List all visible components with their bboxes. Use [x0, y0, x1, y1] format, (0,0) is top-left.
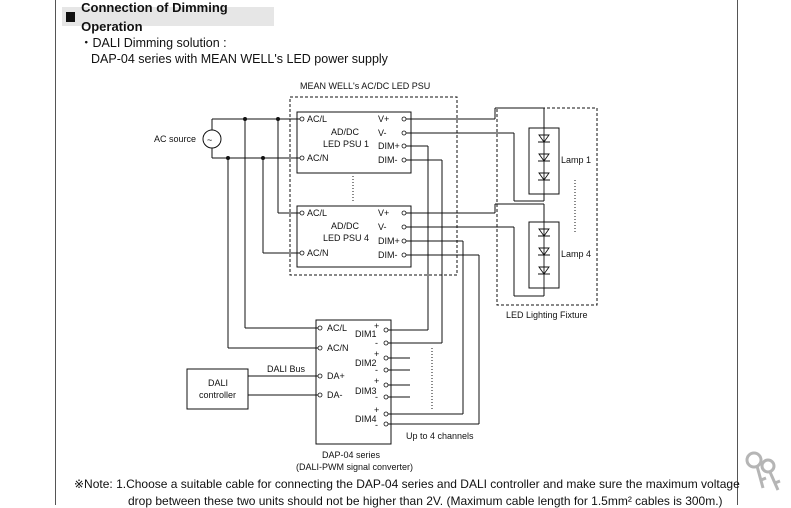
psu-group-boundary — [289, 96, 458, 276]
controller-label1: DALI — [208, 378, 228, 388]
dim3-plus: + — [374, 376, 379, 386]
psu1-dimminus: DIM- — [378, 155, 398, 165]
lamp1-label: Lamp 1 — [561, 155, 591, 165]
dap-dim3: DIM3 — [355, 386, 377, 396]
controller-label2: controller — [199, 390, 236, 400]
psu4-label2: LED PSU 4 — [323, 233, 369, 243]
dap-daminus: DA- — [327, 390, 343, 400]
dali-bus-label: DALI Bus — [267, 364, 306, 374]
psu1-vplus: V+ — [378, 114, 389, 124]
dim3-minus: - — [375, 392, 378, 402]
dap-daplus: DA+ — [327, 371, 345, 381]
dim4-minus: - — [375, 420, 378, 430]
dap-acl: AC/L — [327, 323, 347, 333]
dap-acn: AC/N — [327, 343, 349, 353]
fixture-label: LED Lighting Fixture — [506, 310, 588, 320]
square-bullet-icon — [66, 11, 76, 22]
keys-icon — [745, 451, 781, 491]
psu4-vplus: V+ — [378, 208, 389, 218]
note-line-2: drop between these two units should not … — [128, 494, 723, 508]
dap-dim2: DIM2 — [355, 358, 377, 368]
ac-source-label: AC source — [154, 134, 196, 144]
psu1-label1: AD/DC — [331, 127, 360, 137]
psu4-dimplus: DIM+ — [378, 236, 400, 246]
note-line-1: ※Note: 1.Choose a suitable cable for con… — [74, 477, 740, 491]
dim2-minus: - — [375, 365, 378, 375]
intro-subline: DAP-04 series with MEAN WELL's LED power… — [91, 52, 388, 66]
psu-group-label: MEAN WELL's AC/DC LED PSU — [300, 81, 430, 91]
psu1-label2: LED PSU 1 — [323, 139, 369, 149]
psu1-acl: AC/L — [307, 114, 327, 124]
fixture-boundary — [496, 107, 598, 306]
dali-controller-box — [186, 368, 249, 410]
dap-subname: (DALI-PWM signal converter) — [296, 462, 413, 472]
dim4-plus: + — [374, 405, 379, 415]
psu4-vminus: V- — [378, 222, 387, 232]
page-right-border — [737, 0, 738, 505]
section-title: Connection of Dimming Operation — [81, 0, 228, 34]
psu4-label1: AD/DC — [331, 221, 360, 231]
psu4-box — [296, 205, 412, 268]
bullet-dot-icon: ・ — [80, 36, 93, 50]
psu1-box — [296, 111, 412, 174]
psu4-acl: AC/L — [307, 208, 327, 218]
dim1-minus: - — [375, 338, 378, 348]
channels-label: Up to 4 channels — [406, 431, 474, 441]
psu1-dimplus: DIM+ — [378, 141, 400, 151]
dap-box — [315, 319, 392, 445]
psu4-acn: AC/N — [307, 248, 329, 258]
ac-wave-icon: ~ — [207, 135, 212, 145]
intro-bullet: ・DALI Dimming solution : — [80, 32, 227, 51]
dap-dim1: DIM1 — [355, 329, 377, 339]
dap-name: DAP-04 series — [322, 450, 381, 460]
lamp4-label: Lamp 4 — [561, 249, 591, 259]
dim1-plus: + — [374, 321, 379, 331]
section-heading: Connection of Dimming Operation — [62, 0, 274, 34]
psu1-vminus: V- — [378, 128, 387, 138]
psu1-acn: AC/N — [307, 153, 329, 163]
dim2-plus: + — [374, 349, 379, 359]
psu4-dimminus: DIM- — [378, 250, 398, 260]
dap-dim4: DIM4 — [355, 414, 377, 424]
page-left-border — [55, 0, 56, 505]
intro-bullet-text: DALI Dimming solution : — [92, 36, 227, 50]
led-diode-icons — [538, 128, 550, 288]
